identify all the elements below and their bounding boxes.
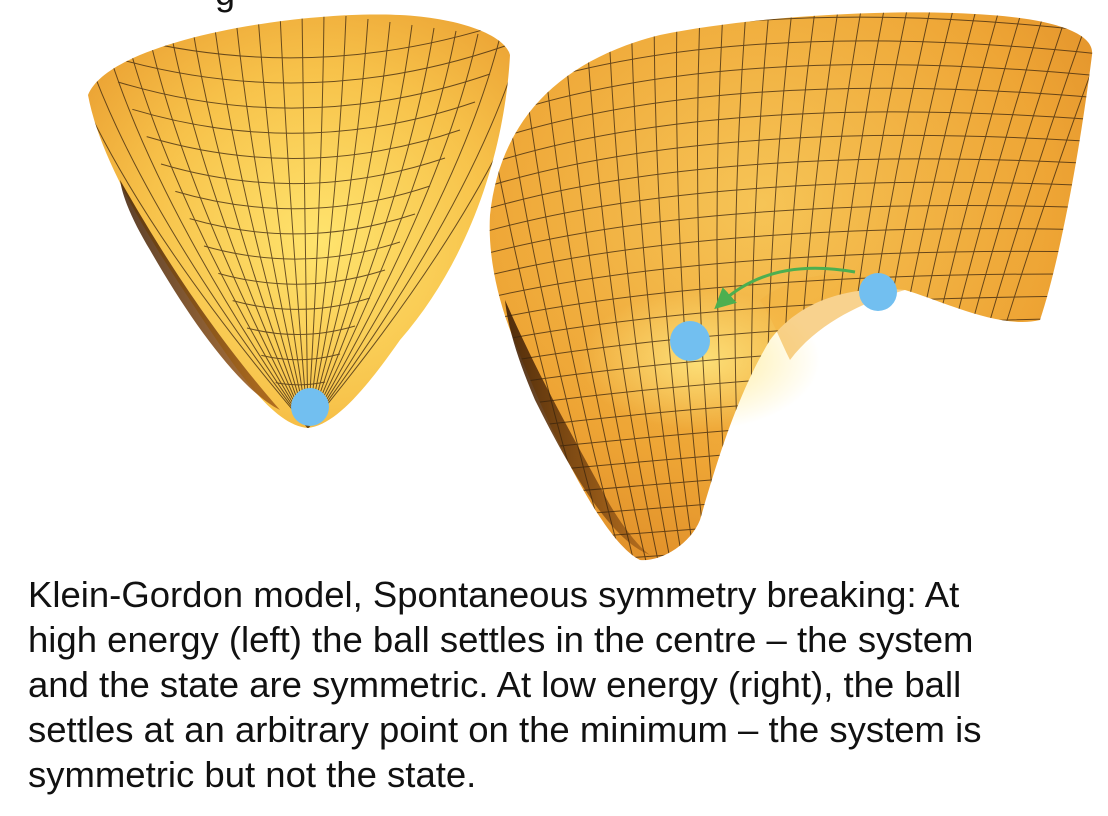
left-bowl-surface <box>88 14 510 429</box>
mesh-line <box>275 381 326 386</box>
mesh-line <box>203 241 401 260</box>
mesh-line <box>307 30 457 429</box>
caption-line-4: settles at an arbitrary point on the min… <box>28 709 982 750</box>
mesh-line <box>117 73 491 109</box>
mesh-line <box>307 14 325 429</box>
mesh-line <box>235 18 309 429</box>
mesh-line <box>301 14 309 429</box>
roll-arrow <box>714 266 856 310</box>
mesh-line <box>261 353 341 361</box>
mesh-line <box>676 12 709 561</box>
mesh-line <box>307 18 369 429</box>
mesh-line <box>132 101 476 134</box>
mesh-line <box>147 30 309 429</box>
mesh-line <box>189 213 416 235</box>
mesh-line <box>307 21 391 429</box>
mesh-line <box>489 295 1093 347</box>
right-bowl-surface <box>489 12 1093 561</box>
mesh-line <box>169 27 309 429</box>
mesh-line <box>146 129 461 159</box>
caption-line-1: Klein-Gordon model, Spontaneous symmetry… <box>28 574 960 615</box>
mesh-line <box>103 45 506 84</box>
mesh-line <box>125 33 309 429</box>
mesh-line <box>561 12 649 561</box>
caption-line-2: high energy (left) the ball settles in t… <box>28 619 974 660</box>
potential-figure: g <box>88 0 1093 561</box>
mesh-line <box>307 42 510 429</box>
mesh-line <box>489 111 1093 171</box>
mesh-line <box>307 36 501 429</box>
mesh-line <box>191 24 309 429</box>
ball-right-start <box>859 273 897 311</box>
mesh-line <box>246 325 356 336</box>
mesh-line <box>218 269 386 285</box>
caption-line-3: and the state are symmetric. At low ener… <box>28 664 962 705</box>
mesh-line <box>489 228 1093 281</box>
mesh-line <box>160 157 446 185</box>
mesh-line <box>175 185 431 210</box>
mesh-line <box>88 39 309 429</box>
mesh-line <box>607 12 673 561</box>
mesh-line <box>489 205 1093 259</box>
right-bowl-moat-highlight <box>580 290 820 430</box>
mesh-line <box>307 33 479 429</box>
mesh-line <box>489 64 1093 127</box>
mesh-line <box>489 471 1093 523</box>
mesh-line <box>489 134 1093 193</box>
mesh-line <box>307 39 510 429</box>
ball-right-minimum <box>670 321 710 361</box>
mesh-line <box>489 181 1093 237</box>
mesh-line <box>103 36 309 429</box>
mesh-line <box>279 14 309 429</box>
mesh-line <box>653 12 697 561</box>
ball-left-center <box>291 388 329 426</box>
figure-caption: Klein-Gordon model, Spontaneous symmetry… <box>28 572 1103 797</box>
caption-line-5: symmetric but not the state. <box>28 754 477 795</box>
mesh-line <box>489 250 1093 303</box>
mesh-line <box>307 27 435 429</box>
left-bowl-body <box>88 14 510 429</box>
mesh-line <box>88 42 309 429</box>
left-bowl-mesh <box>88 14 510 429</box>
cropped-heading-fragment: g <box>215 0 235 13</box>
mesh-line <box>213 21 309 429</box>
mesh-line <box>489 449 1093 501</box>
mesh-line <box>232 297 371 310</box>
mesh-line <box>584 12 661 561</box>
mesh-line <box>489 515 1093 561</box>
mesh-line <box>489 158 1093 215</box>
mesh-line <box>489 537 1093 561</box>
mesh-line <box>489 493 1093 545</box>
mesh-line <box>257 15 309 429</box>
mesh-line <box>489 87 1093 149</box>
